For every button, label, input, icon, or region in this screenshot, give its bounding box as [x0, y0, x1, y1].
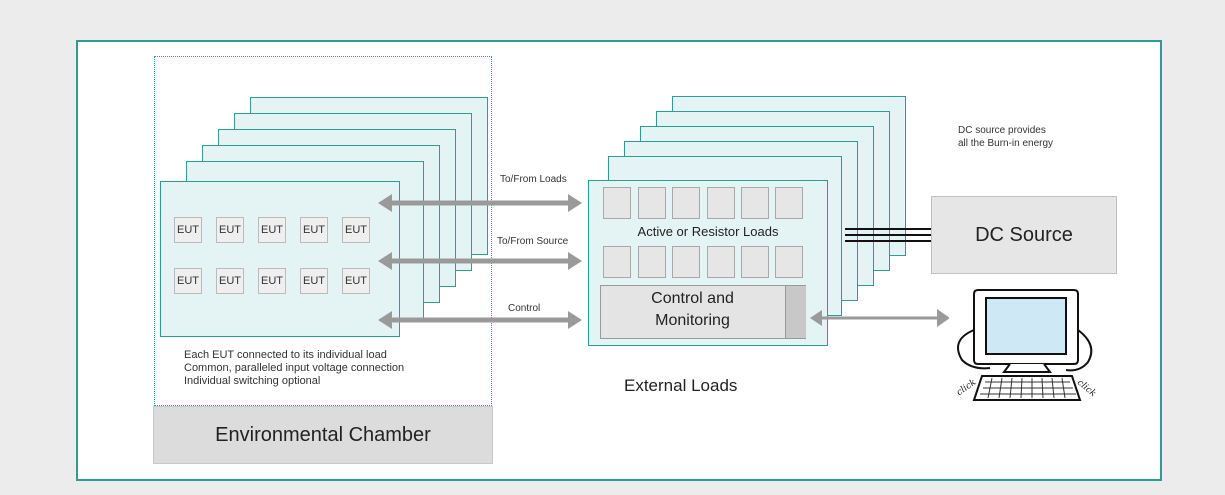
load-slot: [672, 246, 700, 278]
eut-box: EUT: [174, 217, 202, 243]
chamber-note-1: Each EUT connected to its individual loa…: [184, 349, 387, 361]
computer-icon: click click: [949, 287, 1098, 403]
environmental-chamber-label: Environmental Chamber: [153, 406, 493, 464]
active-resistor-loads-label: Active or Resistor Loads: [637, 224, 779, 239]
control-monitoring-label: Control and Monitoring: [600, 288, 785, 332]
dc-note-line-2: all the Burn-in energy: [958, 138, 1054, 149]
arrow-to-from-loads: [378, 194, 582, 212]
eut-box: EUT: [216, 217, 244, 243]
eut-box: EUT: [342, 268, 370, 294]
dc-source-box: DC Source: [931, 196, 1117, 274]
control-monitoring-line-2: Monitoring: [655, 312, 730, 329]
arrow-label-loads: To/From Loads: [500, 174, 567, 185]
eut-box: EUT: [216, 268, 244, 294]
chamber-note-3: Individual switching optional: [184, 375, 321, 387]
load-slot: [707, 246, 735, 278]
load-slot: [638, 246, 666, 278]
load-slot: [775, 187, 803, 219]
load-slot: [603, 246, 631, 278]
load-slot: [707, 187, 735, 219]
arrow-to-from-source: [378, 252, 582, 270]
dc-note-line-1: DC source provides: [958, 125, 1046, 136]
eut-box: EUT: [342, 217, 370, 243]
control-monitoring-side-strip: [785, 286, 806, 338]
load-slot: [741, 246, 769, 278]
environmental-chamber-region: [154, 56, 492, 406]
load-slot: [672, 187, 700, 219]
external-loads-label: External Loads: [624, 376, 738, 395]
dc-power-lines: [845, 228, 931, 242]
load-slot: [775, 246, 803, 278]
arrow-label-control: Control: [508, 303, 541, 314]
control-monitoring-box: [600, 285, 806, 339]
eut-box: EUT: [258, 268, 286, 294]
control-monitoring-line-1: Control and: [651, 290, 734, 307]
eut-box: EUT: [300, 268, 328, 294]
eut-box: EUT: [174, 268, 202, 294]
arrow-control: [378, 311, 582, 329]
eut-box: EUT: [258, 217, 286, 243]
chamber-note-2: Common, paralleled input voltage connect…: [184, 362, 405, 374]
arrow-monitoring-computer: [810, 309, 950, 327]
load-slot: [741, 187, 769, 219]
eut-box: EUT: [300, 217, 328, 243]
load-slot: [603, 187, 631, 219]
arrow-label-source: To/From Source: [497, 236, 569, 247]
eut-board-front: [160, 181, 400, 337]
load-slot: [638, 187, 666, 219]
